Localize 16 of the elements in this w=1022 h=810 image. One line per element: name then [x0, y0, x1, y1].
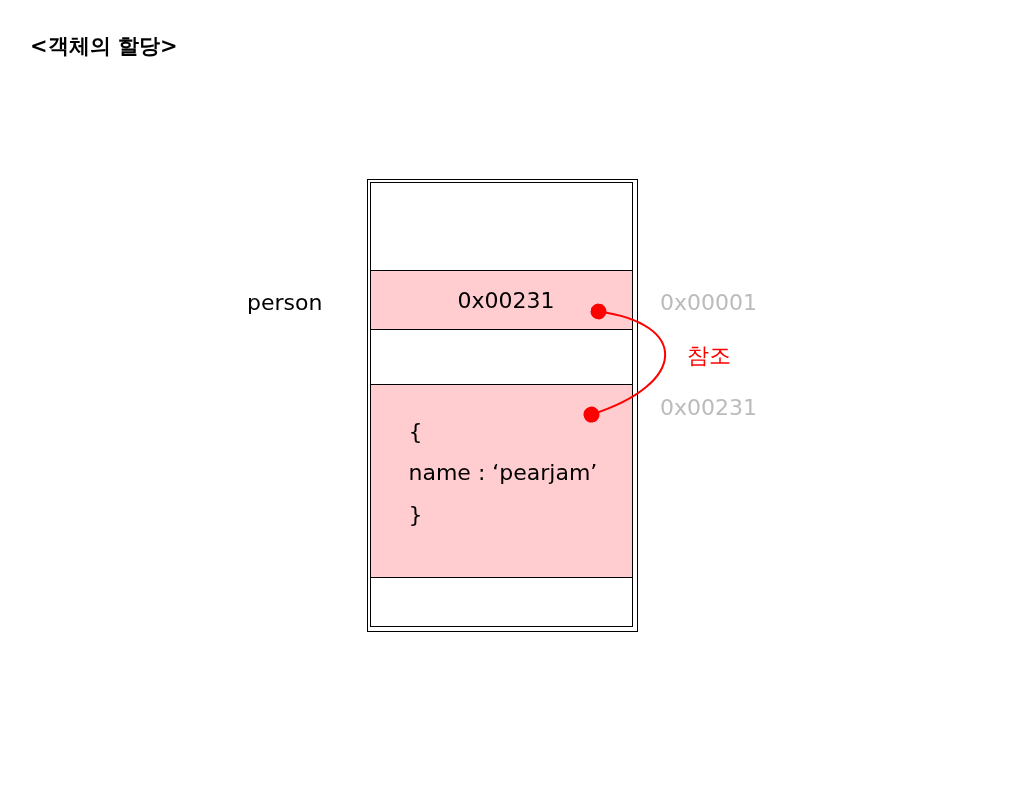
- memory-cell: [369, 576, 633, 627]
- variable-name: person: [247, 290, 323, 316]
- value-text: {: [408, 418, 423, 445]
- value-text: 0x00231: [457, 287, 555, 314]
- memory-cell: [369, 181, 633, 271]
- memory-cell: [369, 269, 633, 330]
- value-text: }: [408, 501, 423, 528]
- memory-cell: [369, 328, 633, 385]
- memory-cell: [369, 383, 633, 578]
- address-text: 0x00001: [660, 290, 757, 316]
- value-text: name : ‘pearjam’: [408, 459, 598, 486]
- address-text: 0x00231: [660, 395, 757, 421]
- title: <객체의 할당>: [30, 33, 178, 59]
- memory-block: [367, 179, 638, 632]
- edge-label: 참조: [686, 343, 731, 369]
- reference-connector: [583, 303, 667, 423]
